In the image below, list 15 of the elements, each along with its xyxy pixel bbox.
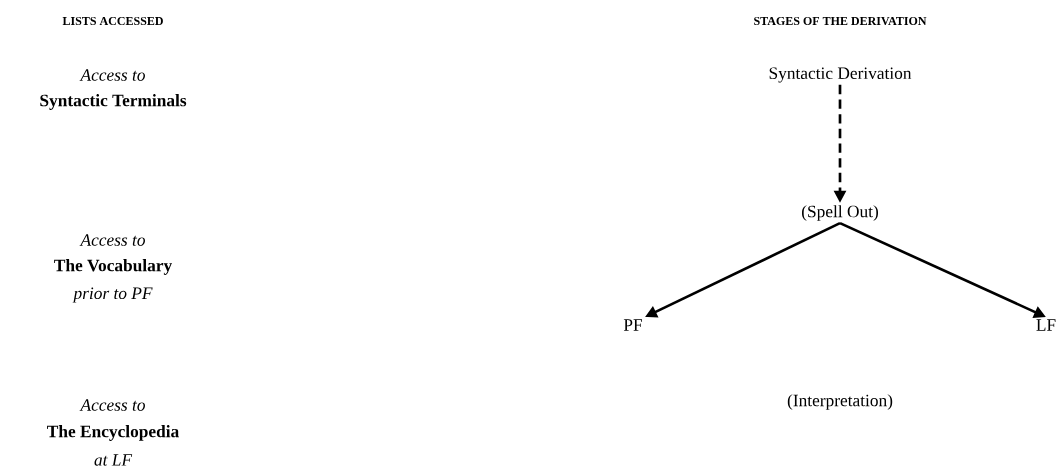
- list-text: Access to: [79, 234, 145, 246]
- list-text: Access to: [79, 69, 145, 81]
- stage-text: (Spell Out): [802, 205, 878, 221]
- list-text: The Vocabulary: [54, 259, 172, 275]
- stage-text: PF: [623, 319, 642, 331]
- list-text: Syntactic Terminals: [40, 94, 187, 110]
- column-heading: STAGES OF THE DERIVATION: [754, 16, 927, 26]
- stage-text: LF: [1036, 319, 1056, 331]
- list-text: The Encyclopedia: [47, 425, 179, 441]
- stage-text: (Interpretation): [787, 394, 893, 410]
- column-heading: LISTS ACCESSED: [62, 16, 163, 26]
- list-text: prior to PF: [72, 287, 153, 303]
- list-text: at LF: [94, 454, 133, 466]
- list-text: Access to: [79, 399, 145, 411]
- stage-text: Syntactic Derivation: [769, 67, 912, 83]
